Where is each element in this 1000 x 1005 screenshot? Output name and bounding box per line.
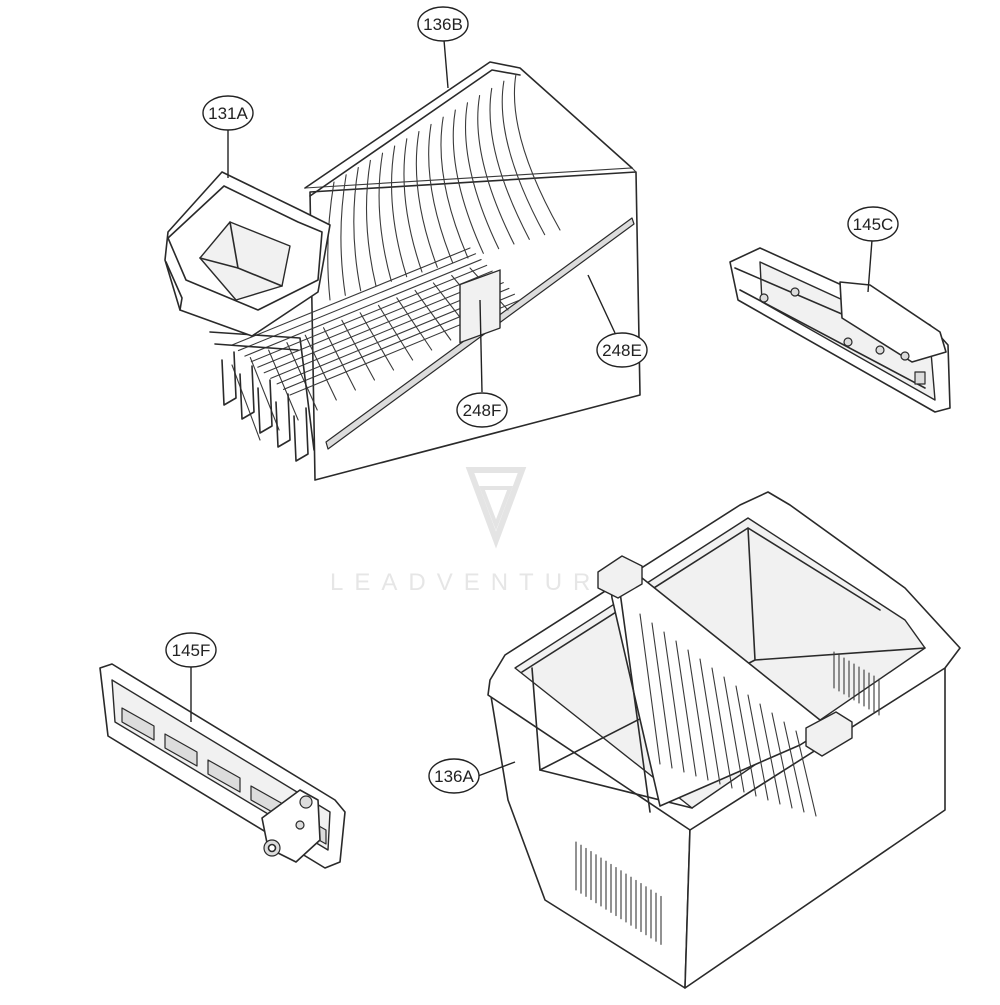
callout-145F-label: 145F	[172, 641, 211, 660]
callout-136A[interactable]: 136A	[428, 758, 480, 794]
rail-window	[164, 733, 198, 767]
divider-slot	[795, 730, 817, 817]
callout-145C[interactable]: 145C	[847, 206, 899, 242]
floor-wire	[377, 304, 414, 361]
basket-wire	[403, 138, 423, 273]
callout-136B-label: 136B	[423, 15, 463, 34]
rail-window	[207, 759, 241, 793]
divider-slot	[723, 676, 745, 793]
callout-248E-label: 248E	[602, 341, 642, 360]
divider-slot	[663, 631, 685, 773]
basket-wire	[477, 95, 515, 245]
callout-248F[interactable]: 248F	[456, 392, 508, 428]
basket-wire	[513, 73, 561, 231]
divider-slot	[759, 703, 781, 805]
callout-131A[interactable]: 131A	[202, 95, 254, 131]
basket-wire	[340, 174, 347, 296]
basket-vertical-wires	[327, 73, 561, 301]
basket-wire	[353, 167, 362, 292]
callout-145F[interactable]: 145F	[165, 632, 217, 668]
floor-crosswire	[237, 253, 477, 352]
callout-248E[interactable]: 248E	[596, 332, 648, 368]
basket-wire	[489, 87, 530, 240]
basket-leg	[275, 393, 291, 448]
divider-clip-bottom	[805, 711, 853, 757]
watermark: LEADVENTURE	[330, 467, 628, 596]
basket-wire	[365, 159, 377, 287]
callout-131A-label: 131A	[208, 104, 248, 123]
basket-wire	[452, 109, 484, 254]
floor-wire	[268, 349, 299, 421]
bin-back-vents	[833, 651, 880, 716]
floor-crosswire	[257, 270, 493, 368]
divider-slot	[771, 712, 793, 809]
rail-bracket-145C[interactable]	[729, 247, 951, 413]
divider-slot	[747, 694, 769, 801]
bin-front-vents	[575, 841, 662, 945]
divider-slot	[735, 685, 757, 797]
divider-slot	[639, 613, 661, 765]
divider-slot	[711, 667, 733, 789]
basket-wire	[327, 181, 335, 301]
large-drawer-bin-136A[interactable]	[487, 491, 961, 989]
basket-wire	[440, 116, 469, 259]
divider-slot	[699, 658, 721, 785]
basket-leg	[239, 365, 255, 420]
floor-wire	[359, 312, 395, 371]
callout-145C-label: 145C	[853, 215, 894, 234]
floor-wire	[396, 297, 433, 351]
basket-wire	[378, 152, 392, 282]
divider-slots	[639, 613, 817, 817]
floor-wire	[249, 356, 280, 431]
watermark-text: LEADVENTURE	[330, 569, 628, 596]
basket-leg	[293, 407, 309, 462]
divider-slot	[651, 622, 673, 769]
floor-crosswire	[250, 264, 488, 363]
divider-slot	[783, 721, 805, 813]
basket-wire	[465, 102, 500, 250]
basket-wire	[415, 131, 438, 268]
basket-end-legs	[221, 351, 309, 462]
divider-slot	[675, 640, 697, 777]
divider-clip-top	[597, 555, 643, 599]
basket-wire	[501, 80, 546, 236]
callout-136B[interactable]: 136B	[417, 6, 469, 42]
callout-136A-label: 136A	[434, 767, 474, 786]
floor-wire	[286, 342, 318, 411]
basket-leg	[221, 351, 237, 406]
callout-248F-label: 248F	[463, 401, 502, 420]
floor-wire	[231, 364, 261, 441]
leader-lines	[190, 39, 873, 777]
basket-wire	[428, 123, 454, 264]
small-bin-131A[interactable]	[164, 171, 331, 337]
divider-slot	[687, 649, 709, 781]
floor-wire	[414, 289, 452, 341]
floor-crosswire	[244, 259, 482, 357]
basket-leg	[257, 379, 273, 434]
floor-crosswire	[231, 247, 471, 346]
rail-bracket-145F[interactable]	[99, 663, 346, 869]
rail-window	[121, 707, 155, 741]
basket-floor-grid	[231, 247, 521, 441]
wire-basket-136B[interactable]	[209, 61, 641, 481]
basket-wire	[391, 145, 408, 278]
